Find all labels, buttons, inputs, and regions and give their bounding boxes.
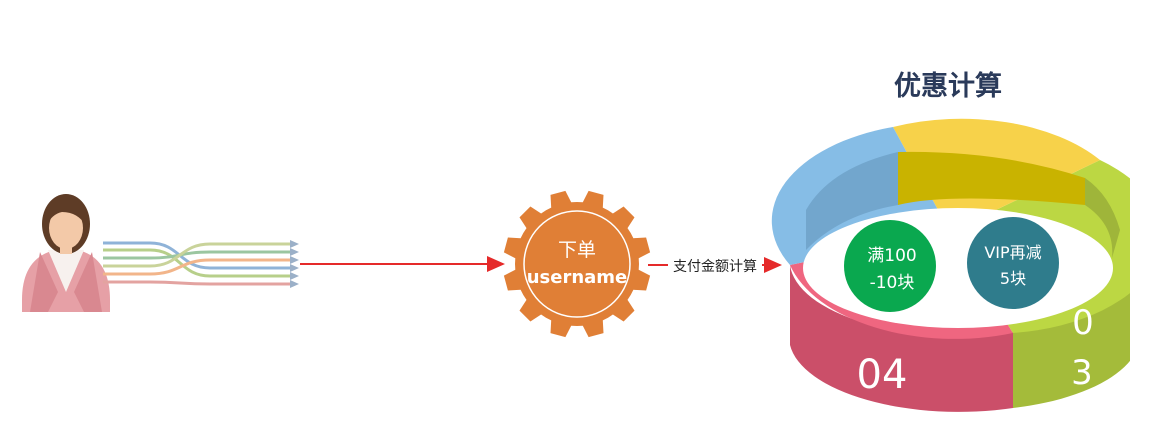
discount-bubble-full-reduction	[844, 220, 936, 312]
crossing-lines-icon	[103, 240, 299, 288]
discount-label-2-line2: 5块	[1000, 269, 1026, 288]
ring-wall-green	[1013, 240, 1130, 408]
ring-inner-blue	[806, 152, 898, 250]
discount-bubble-vip	[967, 217, 1059, 309]
ring-label-green-top: 0	[1072, 303, 1094, 343]
ring-wall-pink	[790, 265, 1013, 412]
gear-icon	[503, 190, 651, 338]
businesswoman-icon	[22, 194, 110, 312]
discount-label-1-line1: 满100	[867, 246, 916, 266]
page-title: 优惠计算	[894, 70, 1002, 102]
ring-label-pink: 04	[857, 352, 908, 398]
discount-label-2-line1: VIP再减	[984, 243, 1041, 262]
gear-label-line1: 下单	[558, 239, 596, 261]
gear-label-username: username	[527, 267, 628, 288]
ring-label-green-bottom: 3	[1071, 353, 1093, 393]
discount-label-1-line2: -10块	[870, 273, 915, 293]
ring-inner-yellow	[898, 151, 1085, 205]
ring-inner-green	[1085, 178, 1120, 258]
discount-ring	[771, 118, 1130, 412]
arrow-label: 支付金额计算	[673, 259, 757, 275]
arrow-label-background	[668, 255, 762, 275]
